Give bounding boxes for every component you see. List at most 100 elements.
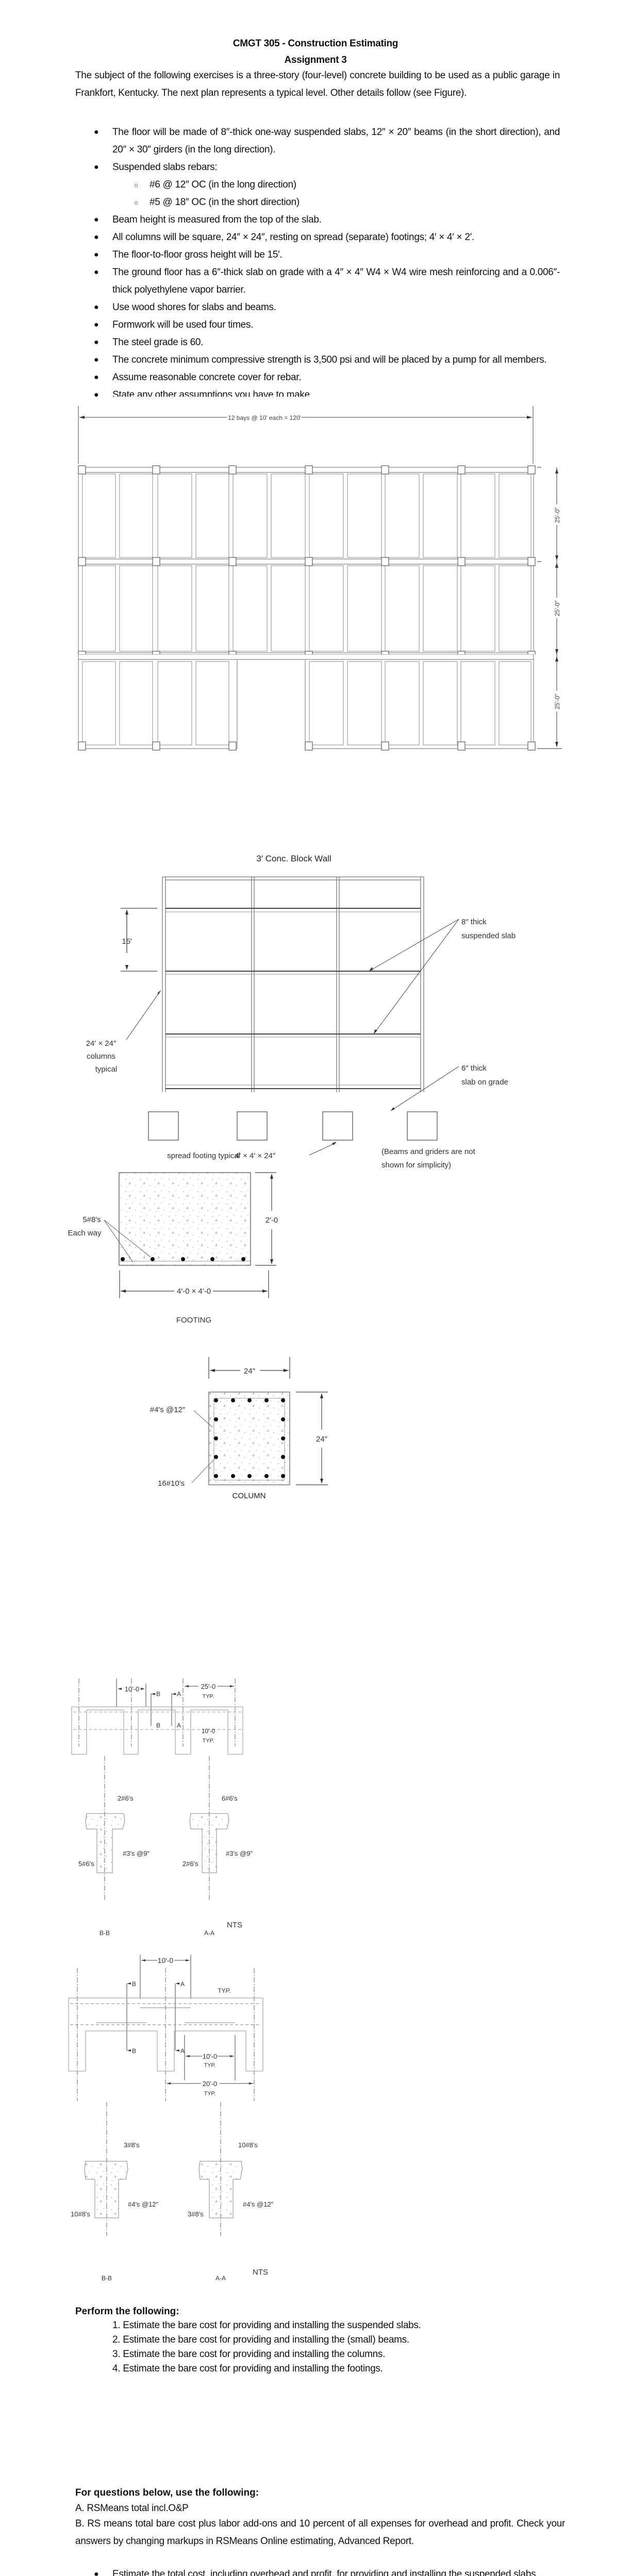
option-a: A. RSMeans total incl.O&P [75,2503,189,2514]
aa-top-rebar: 6#6′s [222,1794,238,1802]
footing-callout: 4′ × 4′ × 24″ [235,1151,276,1160]
building-elevation: 3′ Conc. Block Wall 15′ 24′ × 24″ column… [86,854,516,1092]
spec-item: ●The floor-to-floor gross height will be… [94,246,560,264]
bb2-caption: B-B [101,2275,112,2282]
intro-paragraph: The subject of the following exercises i… [75,70,560,98]
plan-width-dimension: 12 bays @ 10′ each = 120′ [228,414,302,421]
column-tie-label: #4′s @12″ [150,1405,186,1414]
aa2-top-rebar: 10#8′s [238,2141,258,2149]
simplicity-note: (Beams and griders are not [381,1147,476,1156]
section-marker-b: B [156,1722,160,1729]
bays [82,473,532,652]
hollow-bullet-icon: ○ [134,181,139,189]
plan-height-dimensions: 25′-0″ 25′-0″ 25′-0″ [552,467,562,747]
bullet-icon: ● [94,373,99,382]
bullet-icon: ● [94,233,99,242]
section-marker-a: A [177,1722,181,1729]
aa-bottom-rebar: 2#6′s [182,1860,198,1868]
footing-height-dimension: 2′-0 [265,1216,278,1225]
perform-item: 2. Estimate the bare cost for providing … [112,2334,409,2345]
aa2-stirrup: #4′s @12″ [243,2200,274,2208]
column-callout: 24′ × 24″ [86,1039,117,1048]
beam2-bay-dim: 20′-0 [203,2080,217,2088]
bullet-icon: ● [94,2570,99,2576]
spec-item: ●Assume reasonable concrete cover for re… [94,369,560,386]
option-b: B. RS means total bare cost plus labor a… [75,2518,565,2547]
bb2-top-rebar: 3#8′s [124,2141,140,2149]
beam2-inner-dim: 10′-0 [203,2053,217,2060]
typ-label: TYP. [202,1693,214,1700]
spec-item: ●The floor will be made of 8″-thick one-… [94,124,560,159]
aa2-caption: A-A [215,2275,226,2282]
simplicity-note-line: shown for simplicity) [381,1161,451,1170]
column-rebars [214,1398,285,1478]
typ-label: TYP. [218,1987,230,1994]
section-marker-b: B [156,1690,160,1698]
section-marker-b: B [132,1980,136,1988]
nts-label: NTS [227,1921,242,1929]
elevation-top-label: 3′ Conc. Block Wall [256,854,331,863]
beam-detail-2: 10′-0 B A TYP. B A 10′-0 TYP. 20′-0 TYP.… [68,1955,274,2236]
column-caption: COLUMN [232,1492,266,1500]
course-title: CMGT 305 - Construction Estimating [233,38,398,49]
bullet-icon: ● [94,320,99,329]
spec-item: ●Beam height is measured from the top of… [94,211,560,229]
questions-heading: For questions below, use the following: [75,2487,259,2498]
section-marker-a: A [180,2047,185,2055]
spec-item: ●Use wood shores for slabs and beams. [94,299,560,316]
footing-rebar-label-line: Each way [68,1229,102,1238]
questions-list: ●Estimate the total cost, including over… [94,2566,565,2576]
spec-item: ●The ground floor has a 6″-thick slab on… [94,264,560,299]
spec-subitem: ○#5 @ 18″ OC (in the short direction) [134,194,560,211]
plan-columns [78,465,536,660]
typ-label: TYP. [204,2062,215,2069]
perform-list: 1. Estimate the bare cost for providing … [112,2318,421,2376]
section-aa: 6#6′s #3′s @9″ 2#6′s [182,1794,253,1873]
footing-detail: 5#8′s Each way 2′-0 4′-0 × 4′-0 FOOTING [68,1172,278,1325]
bullet-icon: ● [94,128,99,137]
sog-callout: 6″ thick [461,1064,487,1073]
aa-caption: A-A [204,1929,214,1937]
section-aa-2: 10#8′s #4′s @12″ 3#8′s [188,2141,274,2218]
bb-top-rebar: 2#6′s [118,1794,134,1802]
assignment-title: Assignment 3 [284,55,347,65]
bullet-icon: ● [94,250,99,259]
spec-item: ●All columns will be square, 24″ × 24″, … [94,229,560,246]
slab-callout-line: suspended slab [461,931,516,940]
spread-footings [148,1111,438,1141]
aa2-bottom-rebar: 3#8′s [188,2210,204,2218]
footing-width-dimension: 4′-0 × 4′-0 [177,1287,211,1296]
perform-item: 1. Estimate the bare cost for providing … [112,2320,421,2331]
spec-item: ●Formwork will be used four times. [94,316,560,334]
bullet-icon: ● [94,355,99,364]
section-marker-a: A [177,1690,181,1698]
beam2-span-dim: 10′-0 [158,1956,174,1964]
column-height-dimension: 24″ [316,1435,328,1444]
column-callout-line: typical [95,1065,118,1074]
footing-caption: FOOTING [176,1316,211,1325]
spec-item: ●Suspended slabs rebars: ○#6 @ 12″ OC (i… [94,159,560,211]
column-width-dimension: 24″ [244,1367,256,1376]
slab-callout: 8″ thick [461,918,487,926]
footing-rebars [121,1257,245,1261]
beam-detail-1: 10′-0 B A 25′-0 TYP. B A 10′-0 TYP. 2#6′… [71,1679,253,1901]
spec-list: ●The floor will be made of 8″-thick one-… [94,124,560,404]
bullet-icon: ● [94,303,99,312]
bullet-icon: ● [94,391,99,399]
plan-view-lower [67,654,562,757]
spec-item: ●The steel grade is 60. [94,334,560,351]
bb-stirrup: #3′s @9″ [123,1850,150,1857]
spec-item: ●The concrete minimum compressive streng… [94,351,560,369]
beam1-bay-dim: 25′-0 [201,1683,215,1690]
floor-height-dimension: 15′ [122,937,132,946]
question-item: ●Estimate the total cost, including over… [94,2566,565,2576]
perform-item: 3. Estimate the bare cost for providing … [112,2349,386,2360]
footing-callout-line: spread footing typical [167,1151,240,1160]
bb-caption: B-B [99,1929,110,1937]
nts-label: NTS [253,2268,268,2277]
sog-callout-line: slab on grade [461,1078,508,1087]
section-bb-2: 3#8′s #4′s @12″ 10#8′s [71,2141,159,2218]
aa-stirrup: #3′s @9″ [226,1850,253,1857]
column-callout-line: columns [87,1052,115,1061]
section-marker-a: A [180,1980,185,1988]
